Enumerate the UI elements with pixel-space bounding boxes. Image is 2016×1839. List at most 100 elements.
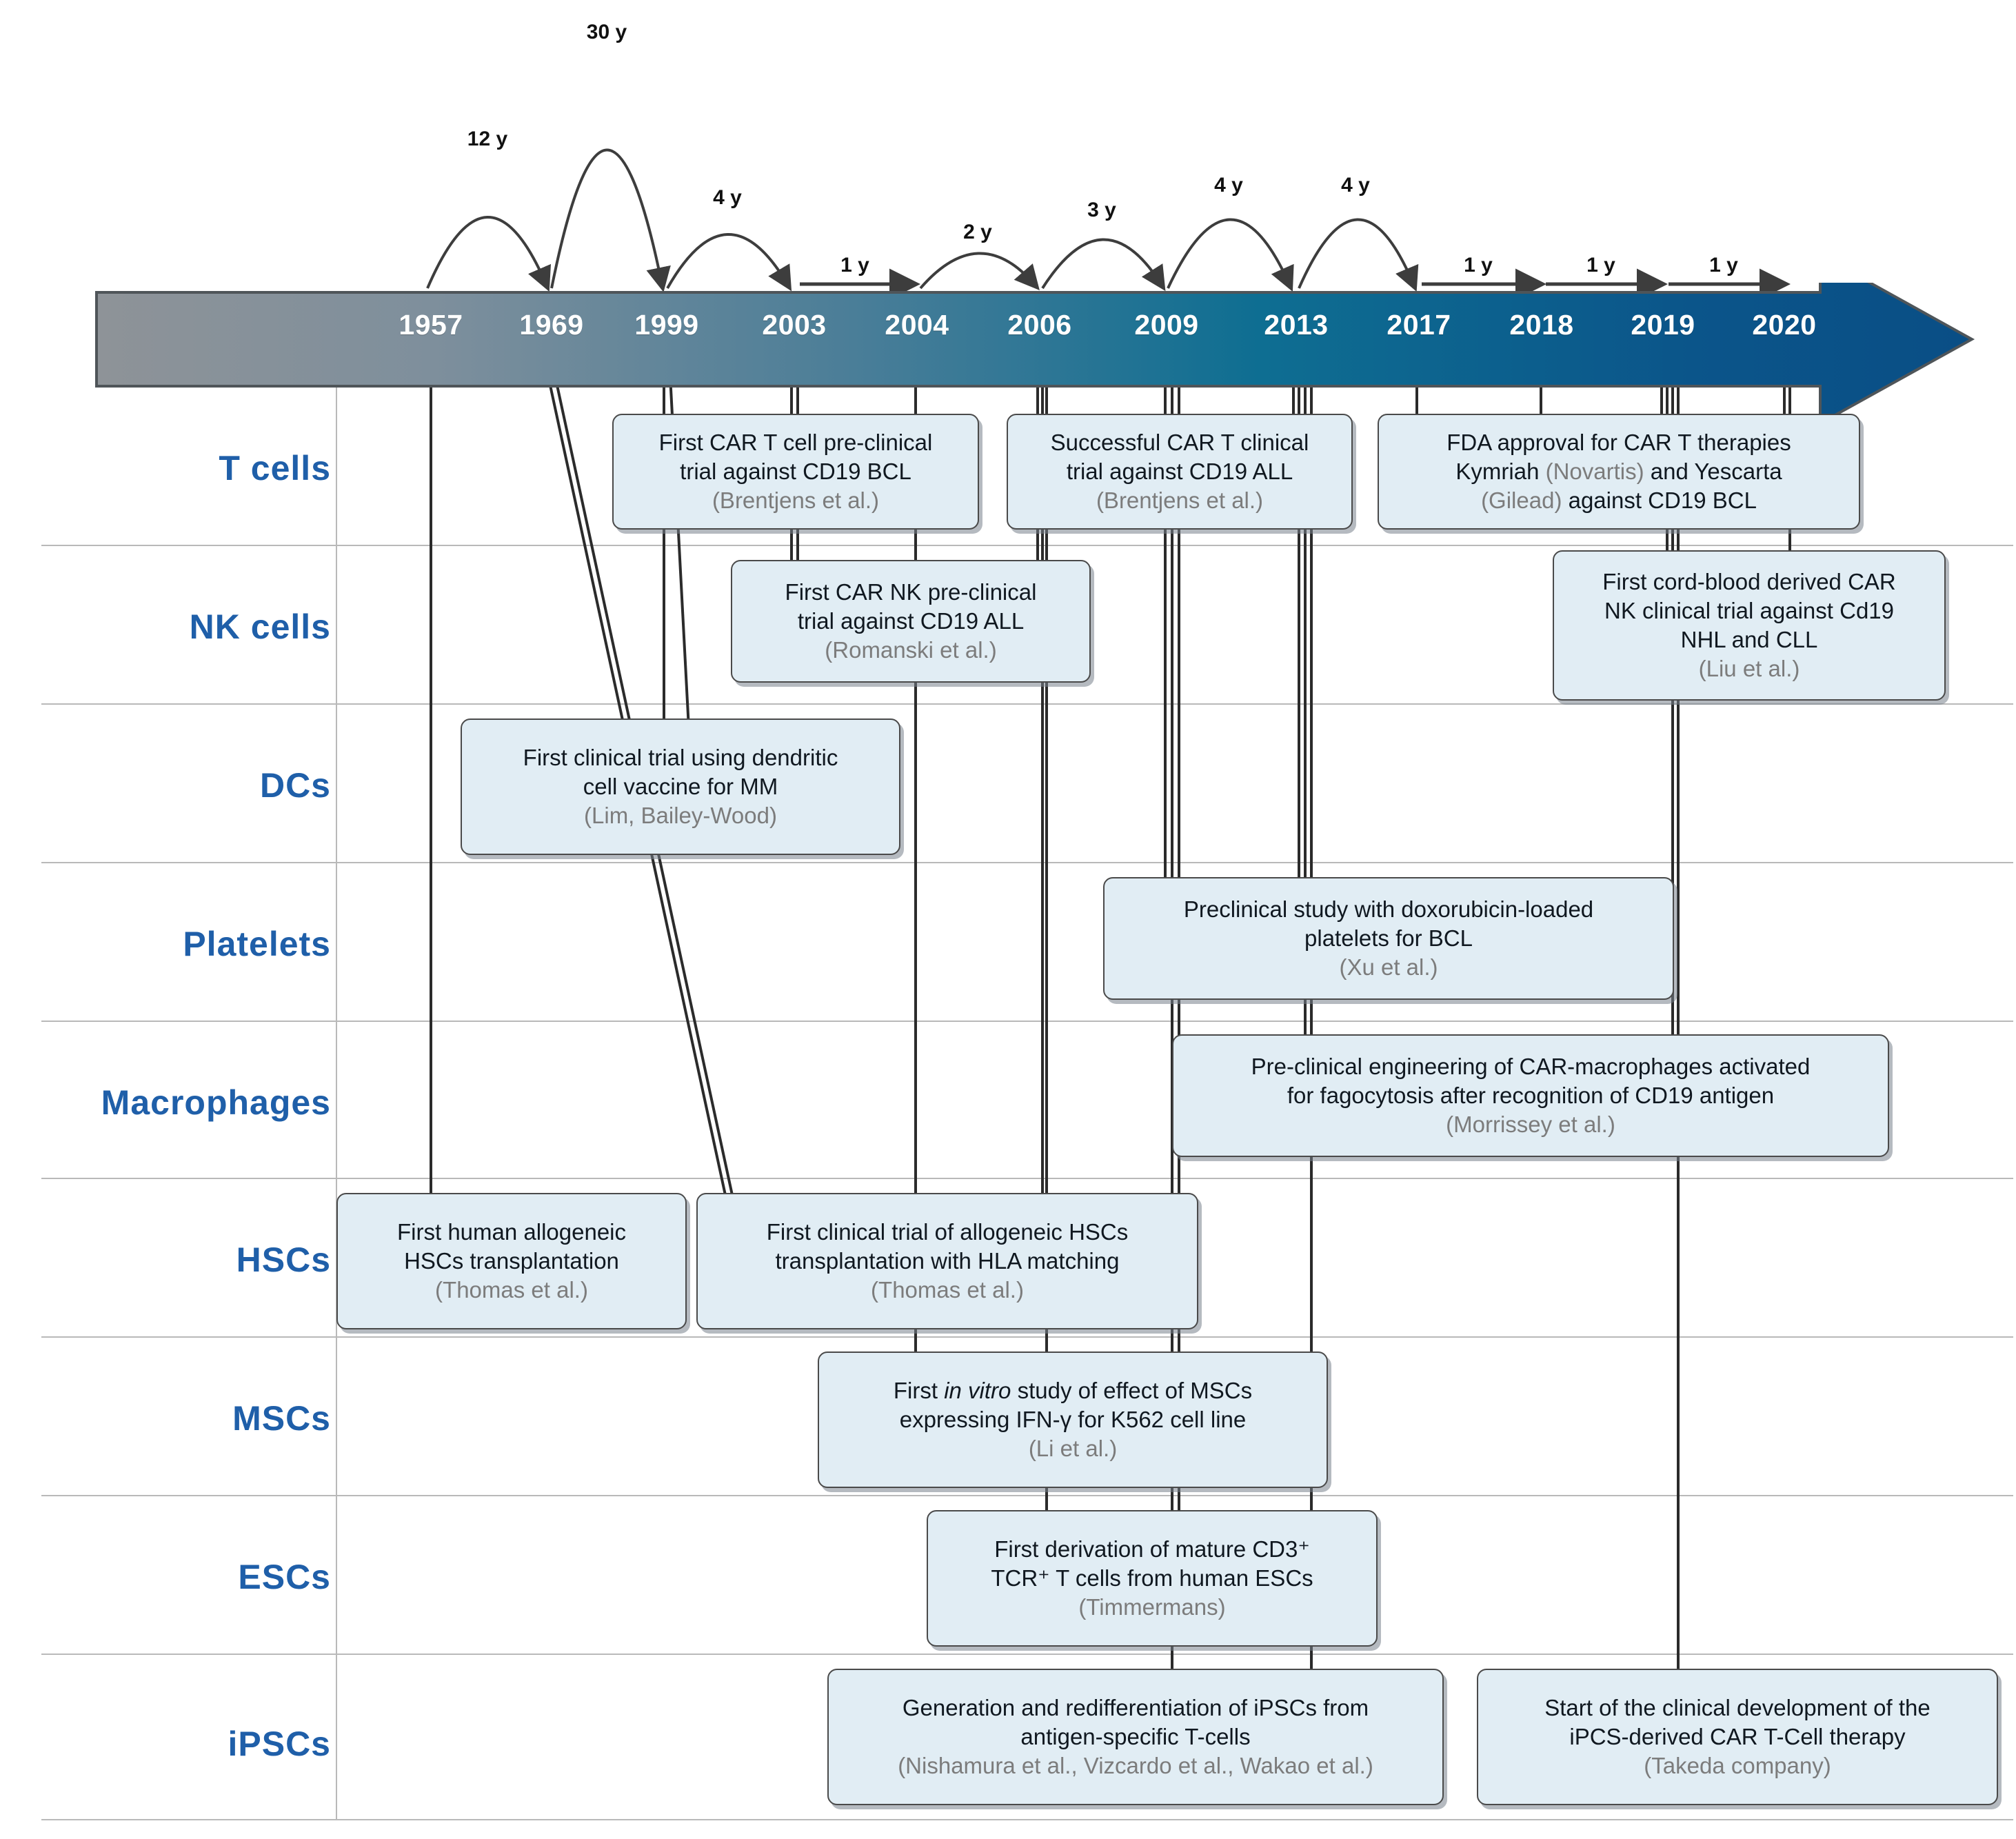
- event-box-takeda-ipsc-car-t[interactable]: Start of the clinical development of the…: [1477, 1669, 1998, 1805]
- row-label-divider: [336, 376, 337, 1820]
- event-line-1: First CAR T cell pre-clinical: [658, 430, 933, 456]
- event-line-2: expressing IFN-γ for K562 cell line: [899, 1407, 1247, 1433]
- event-line-1: First derivation of mature CD3⁺: [994, 1536, 1310, 1562]
- event-box-car-nk-preclinical[interactable]: First CAR NK pre-clinical trial against …: [731, 560, 1091, 683]
- event-source: (Xu et al.): [1339, 954, 1438, 980]
- event-box-car-macrophages[interactable]: Pre-clinical engineering of CAR-macropha…: [1172, 1034, 1889, 1157]
- event-box-allogeneic-hsc-hla[interactable]: First clinical trial of allogeneic HSCs …: [696, 1193, 1198, 1329]
- row-divider: [41, 703, 2013, 705]
- event-line-2: for fagocytosis after recognition of CD1…: [1287, 1083, 1775, 1109]
- event-source: (Brentjens et al.): [1096, 487, 1264, 513]
- year-2020[interactable]: 2020: [1752, 309, 1817, 341]
- gap-label-2y-2004-2006: 2 y: [963, 221, 992, 243]
- event-source: (Thomas et al.): [435, 1276, 588, 1303]
- year-2018[interactable]: 2018: [1509, 309, 1574, 341]
- row-label-escs: ESCs: [238, 1558, 331, 1596]
- gap-label-4y-2009-2013: 4 y: [1214, 174, 1243, 197]
- event-line-1: Pre-clinical engineering of CAR-macropha…: [1251, 1054, 1811, 1080]
- gap-label-1y-2019-2020: 1 y: [1709, 254, 1738, 277]
- year-2017[interactable]: 2017: [1387, 309, 1451, 341]
- event-line-1: Successful CAR T clinical: [1050, 430, 1309, 456]
- row-divider: [41, 545, 2013, 546]
- row-label-macrophages: Macrophages: [101, 1083, 331, 1122]
- year-2013[interactable]: 2013: [1264, 309, 1329, 341]
- year-1957[interactable]: 1957: [399, 309, 463, 341]
- event-source: (Timmermans): [1078, 1594, 1226, 1620]
- event-source: (Brentjens et al.): [712, 487, 880, 513]
- year-2004[interactable]: 2004: [885, 309, 949, 341]
- event-box-doxorubicin-platelets[interactable]: Preclinical study with doxorubicin-loade…: [1103, 877, 1674, 1000]
- year-2009[interactable]: 2009: [1134, 309, 1199, 341]
- event-line-1: First in vitro study of effect of MSCs: [894, 1376, 1252, 1405]
- gap-label-4y-1999-2003: 4 y: [713, 186, 742, 209]
- gap-label-12y: 12 y: [467, 128, 508, 150]
- event-line-2: iPCS-derived CAR T-Cell therapy: [1569, 1724, 1906, 1750]
- event-line-3b: against CD19 BCL: [1562, 487, 1757, 513]
- event-line-1: First cord-blood derived CAR: [1602, 569, 1896, 595]
- event-line-2a: Kymriah: [1455, 459, 1546, 485]
- event-line-2: HSCs transplantation: [404, 1248, 619, 1274]
- row-divider: [41, 1819, 2013, 1820]
- gap-label-3y-2006-2009: 3 y: [1087, 199, 1116, 221]
- event-box-msc-ifn-gamma[interactable]: First in vitro study of effect of MSCs e…: [818, 1351, 1328, 1488]
- gap-label-1y-2017-2018: 1 y: [1464, 254, 1493, 277]
- event-line-2: antigen-specific T-cells: [1020, 1724, 1251, 1750]
- event-source: (Li et al.): [1028, 1435, 1118, 1461]
- event-line-3: (Gilead) against CD19 BCL: [1481, 486, 1757, 515]
- gap-label-30y: 30 y: [586, 21, 627, 43]
- event-box-first-human-allogeneic-hsc[interactable]: First human allogeneic HSCs transplantat…: [336, 1193, 687, 1329]
- event-box-fda-approval-car-t[interactable]: FDA approval for CAR T therapies Kymriah…: [1378, 414, 1860, 530]
- event-line-2: platelets for BCL: [1304, 925, 1473, 952]
- row-label-t-cells: T cells: [219, 449, 331, 488]
- event-line-1: Generation and redifferentiation of iPSC…: [902, 1695, 1369, 1721]
- event-box-car-t-preclinical[interactable]: First CAR T cell pre-clinical trial agai…: [612, 414, 979, 530]
- row-divider: [41, 1495, 2013, 1496]
- event-box-car-t-clinical[interactable]: Successful CAR T clinical trial against …: [1007, 414, 1353, 530]
- event-source: (Lim, Bailey-Wood): [584, 802, 777, 828]
- row-divider: [41, 1021, 2013, 1022]
- event-box-cord-blood-car-nk[interactable]: First cord-blood derived CAR NK clinical…: [1553, 550, 1946, 701]
- event-source: (Thomas et al.): [871, 1276, 1024, 1303]
- event-source: (Morrissey et al.): [1446, 1111, 1615, 1137]
- year-2003[interactable]: 2003: [762, 309, 827, 341]
- event-source: (Liu et al.): [1698, 655, 1800, 681]
- event-source: (Nishamura et al., Vizcardo et al., Waka…: [898, 1752, 1373, 1778]
- row-label-dcs: DCs: [259, 766, 331, 805]
- event-line-2: trial against CD19 ALL: [1066, 459, 1293, 485]
- event-line-2: Kymriah (Novartis) and Yescarta: [1455, 457, 1782, 486]
- gap-label-1y-2003-2004: 1 y: [840, 254, 869, 277]
- event-line-3: NHL and CLL: [1680, 627, 1818, 652]
- row-label-mscs: MSCs: [232, 1399, 331, 1438]
- event-line-3a: (Gilead): [1481, 487, 1562, 513]
- event-line-2: trial against CD19 BCL: [680, 459, 911, 485]
- year-1999[interactable]: 1999: [634, 309, 699, 341]
- event-box-ipsc-redifferentiation[interactable]: Generation and redifferentiation of iPSC…: [827, 1669, 1444, 1805]
- event-line-1c: study of effect of MSCs: [1011, 1378, 1253, 1404]
- row-divider: [41, 1336, 2013, 1338]
- event-line-2b: (Novartis): [1545, 459, 1644, 485]
- event-line-1: FDA approval for CAR T therapies: [1447, 430, 1791, 456]
- gap-label-1y-2018-2019: 1 y: [1586, 254, 1615, 277]
- event-line-1: Preclinical study with doxorubicin-loade…: [1183, 896, 1594, 923]
- row-divider: [41, 1654, 2013, 1655]
- year-1969[interactable]: 1969: [519, 309, 584, 341]
- year-2006[interactable]: 2006: [1007, 309, 1072, 341]
- event-box-dendritic-cell-vaccine[interactable]: First clinical trial using dendritic cel…: [461, 718, 900, 855]
- event-line-1: Start of the clinical development of the: [1544, 1695, 1931, 1721]
- gap-label-4y-2013-2017: 4 y: [1341, 174, 1370, 197]
- event-line-1: First clinical trial of allogeneic HSCs: [766, 1219, 1129, 1245]
- event-box-cd3-tcr-from-escs[interactable]: First derivation of mature CD3⁺ TCR⁺ T c…: [927, 1510, 1378, 1647]
- row-label-hscs: HSCs: [236, 1240, 331, 1279]
- event-line-1: First human allogeneic: [397, 1219, 626, 1245]
- event-line-1a: First: [893, 1378, 945, 1404]
- event-line-1b-italic: in vitro: [944, 1378, 1011, 1404]
- year-2019[interactable]: 2019: [1631, 309, 1695, 341]
- row-label-ipscs: iPSCs: [228, 1725, 331, 1763]
- event-line-1: First clinical trial using dendritic: [523, 745, 838, 771]
- timeline-arrow-bar: [95, 283, 1975, 426]
- event-line-2: cell vaccine for MM: [583, 774, 778, 800]
- event-source: (Takeda company): [1644, 1752, 1831, 1778]
- row-label-platelets: Platelets: [183, 925, 331, 963]
